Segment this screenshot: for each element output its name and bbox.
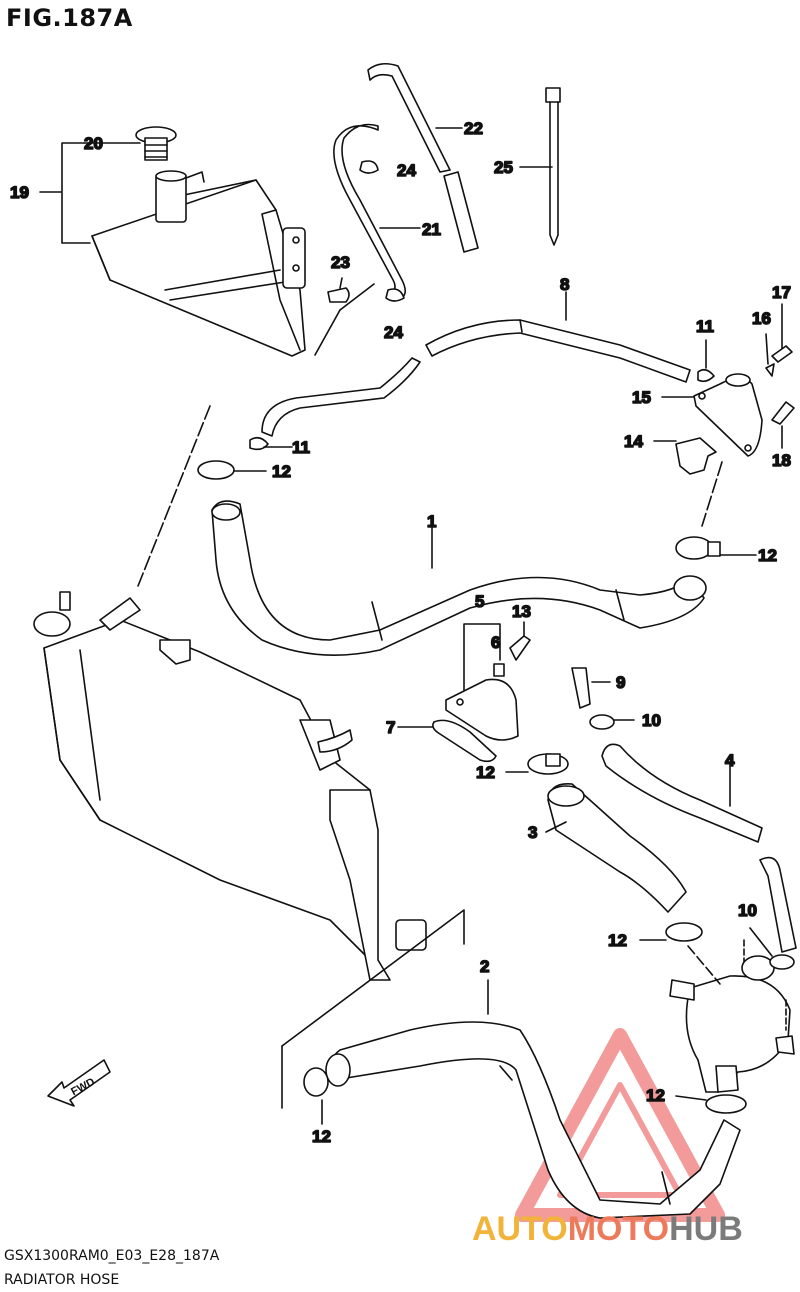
callout-7: 7	[386, 718, 395, 737]
callout-13: 13	[512, 602, 531, 621]
reservoir-cap	[135, 126, 177, 161]
callout-5: 5	[475, 592, 484, 611]
callout-18: 18	[772, 451, 791, 470]
water-outlet-cover	[397, 663, 519, 763]
fwd-label: FWD	[69, 1076, 97, 1098]
callout-12-f: 12	[312, 1127, 331, 1146]
callout-6: 6	[491, 633, 500, 652]
figure-name: RADIATOR HOSE	[4, 1272, 120, 1288]
leader-10b	[749, 927, 773, 957]
callout-bracket-19	[39, 142, 91, 244]
bolt-17	[771, 345, 793, 363]
callout-3: 3	[528, 823, 537, 842]
callout-10-a: 10	[642, 711, 661, 730]
watermark-text: AUTOMOTOHUB	[472, 1210, 743, 1248]
overflow-hose-22	[367, 62, 479, 253]
clamp-12-f	[303, 1067, 329, 1125]
callout-4: 4	[725, 751, 735, 770]
callout-14: 14	[624, 432, 643, 451]
callout-12-a: 12	[272, 462, 291, 481]
water-pump	[669, 939, 795, 1093]
thermostat	[653, 437, 717, 475]
callout-20: 20	[84, 134, 103, 153]
clamp-12-d	[639, 922, 703, 942]
clamp-12-c	[505, 753, 569, 775]
leader-16	[765, 333, 769, 365]
leader-tank	[314, 309, 341, 356]
callout-9: 9	[616, 673, 625, 692]
dash-pump	[687, 945, 721, 985]
callout-24-a: 24	[397, 161, 416, 180]
callout-25: 25	[494, 158, 513, 177]
callout-21: 21	[422, 220, 441, 239]
fwd-direction-arrow	[47, 1059, 111, 1107]
callout-12-e: 12	[646, 1086, 665, 1105]
callout-12-c: 12	[476, 763, 495, 782]
clamp-12-b	[675, 536, 757, 560]
clamp-12-a	[197, 460, 235, 480]
callout-23: 23	[331, 253, 350, 272]
watermark-auto: AUTO	[472, 1210, 568, 1248]
callout-12-d: 12	[608, 931, 627, 950]
hose-21	[333, 123, 421, 302]
screw-23	[327, 277, 350, 303]
tie-wrap	[519, 87, 561, 246]
callout-1: 1	[427, 512, 436, 531]
hose-8	[261, 291, 691, 437]
leader-tank-b	[339, 283, 375, 311]
fitting-9	[571, 667, 591, 709]
dash-thermo	[701, 461, 723, 527]
hose-4	[601, 743, 797, 953]
callout-19: 19	[10, 183, 29, 202]
callout-16: 16	[752, 309, 771, 328]
thermostat-cover	[661, 373, 763, 457]
hose-3	[545, 783, 687, 913]
callout-15: 15	[632, 388, 651, 407]
watermark-moto: MOTO	[568, 1210, 669, 1248]
reservoir-tank	[91, 170, 306, 357]
callout-10-b: 10	[738, 901, 757, 920]
clamp-12-e	[675, 1094, 747, 1114]
bolt-13	[509, 635, 531, 661]
callout-11-b: 11	[292, 438, 310, 457]
bolt-18	[771, 401, 795, 425]
callout-11-a: 11	[696, 317, 714, 336]
figure-code: GSX1300RAM0_E03_E28_187A	[4, 1248, 220, 1264]
callout-22: 22	[464, 119, 483, 138]
callout-24-b: 24	[384, 323, 403, 342]
callout-8: 8	[560, 275, 569, 294]
callout-12-b: 12	[758, 546, 777, 565]
hose-2	[281, 909, 741, 1219]
clamp-10-b	[769, 954, 795, 970]
hose-1	[211, 500, 707, 656]
radiator	[33, 405, 427, 981]
watermark-hub: HUB	[669, 1210, 743, 1248]
figure-title: FIG.187A	[6, 4, 133, 32]
washer-16	[765, 363, 775, 377]
callout-17: 17	[772, 283, 791, 302]
callout-2: 2	[480, 957, 489, 976]
clamp-10-a	[589, 714, 615, 730]
clip-11-right	[697, 368, 715, 383]
